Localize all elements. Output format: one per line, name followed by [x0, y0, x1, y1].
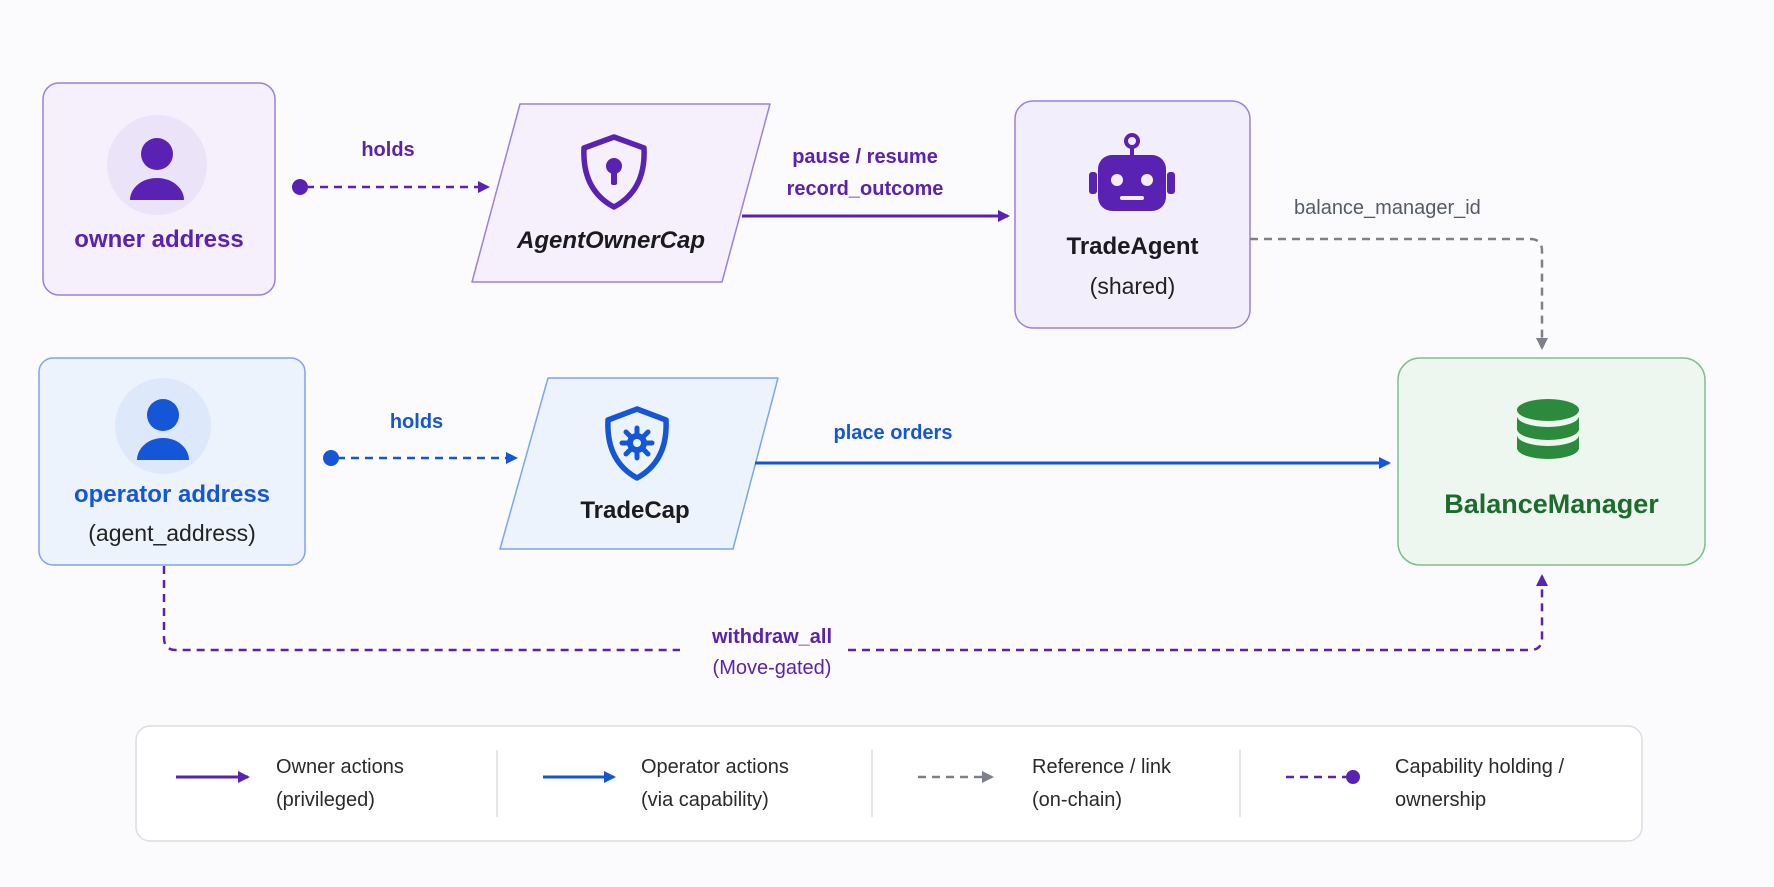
legend-item-line2: (via capability)	[641, 789, 769, 811]
trade-agent-subtitle: (shared)	[1089, 273, 1176, 299]
legend-item-reference-link: Reference / link (on-chain)	[1032, 751, 1171, 817]
legend-item-line1: Capability holding /	[1395, 756, 1564, 778]
person-icon	[107, 115, 207, 215]
owner-holds-edge	[292, 179, 490, 195]
owner-holds-label: holds	[361, 139, 415, 161]
balance-manager-reference-edge	[1250, 237, 1548, 350]
legend-item-operator-actions: Operator actions (via capability)	[641, 751, 789, 817]
trade-cap-label: TradeCap	[580, 497, 690, 524]
withdraw-all-label-line1: withdraw_all	[711, 626, 833, 648]
operator-address-label: operator address	[73, 481, 271, 508]
owner-actions-label-line1: pause / resume	[792, 146, 938, 168]
legend-panel	[135, 725, 1643, 842]
agent-owner-cap-label: AgentOwnerCap	[516, 227, 705, 254]
legend-item-line1: Owner actions	[276, 756, 404, 778]
balance-manager-id-label: balance_manager_id	[1294, 197, 1481, 219]
operator-holds-edge	[323, 450, 518, 466]
legend-item-capability-holding: Capability holding / ownership	[1395, 751, 1564, 817]
operator-holds-label: holds	[389, 411, 444, 433]
legend-item-line1: Operator actions	[641, 756, 789, 778]
owner-actions-label-line2: record_outcome	[786, 178, 944, 200]
legend-item-line2: (on-chain)	[1032, 789, 1123, 811]
agent-owner-cap-node	[471, 103, 771, 283]
robot-icon	[1089, 133, 1175, 211]
legend-swatch-capability-holding	[1286, 770, 1360, 784]
shield-gear-icon	[605, 406, 669, 481]
database-icon	[1517, 399, 1579, 459]
shield-keyhole-icon	[581, 134, 647, 210]
operator-address-subtitle: (agent_address)	[88, 520, 256, 546]
withdraw-all-label-line2: (Move-gated)	[712, 657, 832, 679]
trade-agent-label: TradeAgent	[1066, 233, 1199, 260]
legend-item-line1: Reference / link	[1032, 756, 1171, 778]
place-orders-label: place orders	[833, 422, 953, 444]
owner-address-label: owner address	[74, 226, 244, 253]
withdraw-all-edge	[162, 566, 1542, 652]
balance-manager-node	[1397, 357, 1706, 566]
trade-cap-node	[499, 377, 779, 550]
person-icon	[115, 378, 211, 474]
legend-item-owner-actions: Owner actions (privileged)	[276, 751, 404, 817]
legend-item-line2: ownership	[1395, 789, 1487, 811]
legend-item-line2: (privileged)	[276, 789, 375, 811]
balance-manager-label: BalanceManager	[1444, 489, 1659, 519]
trade-agent-node	[1014, 100, 1251, 329]
